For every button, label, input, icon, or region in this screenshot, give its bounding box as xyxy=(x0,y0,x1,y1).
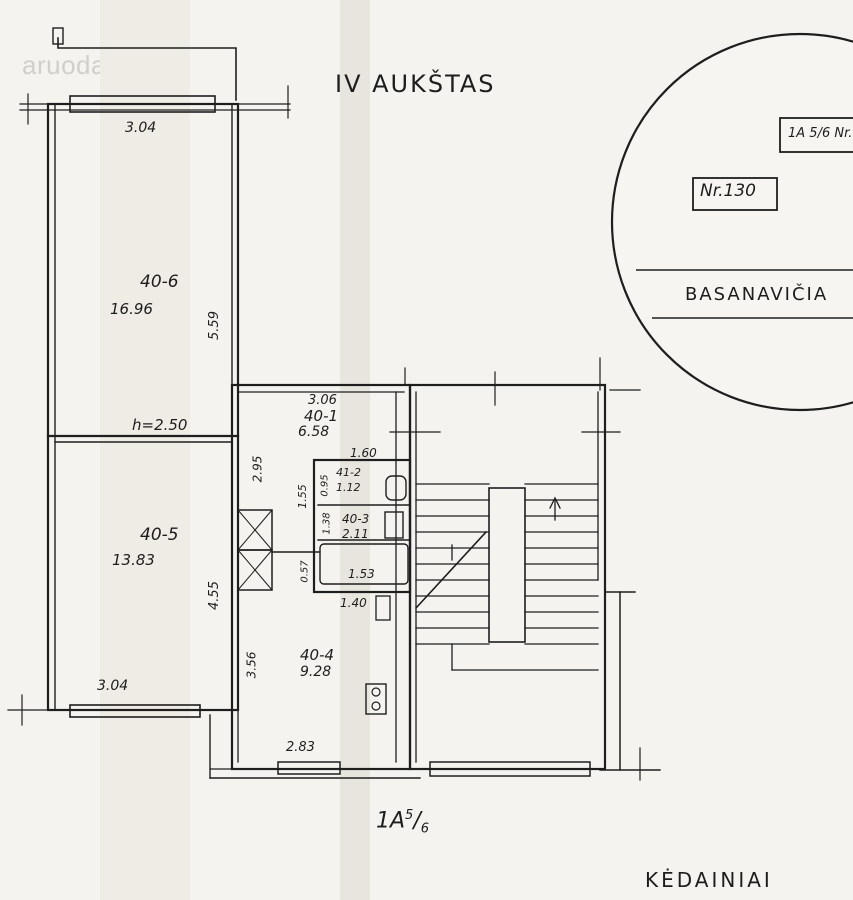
house-number-box xyxy=(692,177,778,211)
building-fraction-top: 5 xyxy=(405,808,414,823)
dim-room6-length: 5.59 xyxy=(206,311,222,340)
dim-kitchen-width: 2.83 xyxy=(286,740,315,755)
room-code: 40-1 xyxy=(304,407,339,425)
dim-kitchen-depth: 3.56 xyxy=(244,651,259,679)
dim-top-width: 3.04 xyxy=(125,120,157,136)
ceiling-height: h=2.50 xyxy=(132,416,188,434)
dim-bath-width: 1.53 xyxy=(348,567,375,581)
stove-fixture xyxy=(365,683,387,715)
staircase-outline xyxy=(408,383,607,771)
sink-fixture xyxy=(384,511,404,539)
paper-fold xyxy=(340,0,370,900)
room-area: 1.12 xyxy=(336,481,361,494)
building-code: 1A xyxy=(376,808,406,834)
kitchen-sink xyxy=(375,595,391,621)
dim-shaft-depth: 0.57 xyxy=(299,560,311,583)
dim-bath-side: 1.38 xyxy=(321,512,333,535)
toilet-fixture xyxy=(385,475,407,501)
building-code-label: 1A5/6 xyxy=(376,808,430,837)
building-fraction-bottom: 6 xyxy=(420,821,430,837)
dim-bath-depth: 1.55 xyxy=(295,484,309,509)
city-name: KĖDAINIAI xyxy=(645,868,773,892)
room-code: 40-6 xyxy=(140,272,179,292)
neighbour-box xyxy=(779,117,853,153)
street-name: BASANAVIČIA xyxy=(685,284,829,305)
room-area: 13.83 xyxy=(112,551,155,569)
dim-hall-depth: 2.95 xyxy=(250,455,265,483)
dim-wc-depth: 0.95 xyxy=(319,474,331,497)
room-code: 40-3 xyxy=(342,512,370,526)
room-area: 9.28 xyxy=(300,664,332,680)
hall-kitchen-outline xyxy=(230,383,412,771)
neighbour-label: 1A 5/6 Nr. xyxy=(788,126,853,141)
room-area: 2.11 xyxy=(342,527,369,541)
dim-hall-width: 3.06 xyxy=(308,393,337,408)
dim-bottom-width: 3.04 xyxy=(97,678,129,694)
stair-well xyxy=(488,487,526,643)
window-kitchen xyxy=(277,761,341,775)
room-code: 40-5 xyxy=(140,525,179,545)
house-number: Nr.130 xyxy=(700,181,756,201)
window-bottom-left xyxy=(69,704,201,718)
room-code: 41-2 xyxy=(336,466,361,479)
balcony-rail xyxy=(57,37,237,101)
floor-title: IV AUKŠTAS xyxy=(335,70,496,98)
dim-room5-length: 4.55 xyxy=(206,581,222,610)
window-stair xyxy=(429,761,591,777)
room-code: 40-4 xyxy=(300,646,335,664)
stair-steps xyxy=(414,483,599,671)
paper-fold xyxy=(100,0,190,900)
room-area: 16.96 xyxy=(110,300,153,318)
dim-wc-width: 1.60 xyxy=(350,446,377,460)
room-area: 6.58 xyxy=(298,424,330,440)
bathtub-fixture xyxy=(319,543,409,585)
location-inset xyxy=(610,32,853,412)
dim-kitchen-top: 1.40 xyxy=(340,596,367,610)
